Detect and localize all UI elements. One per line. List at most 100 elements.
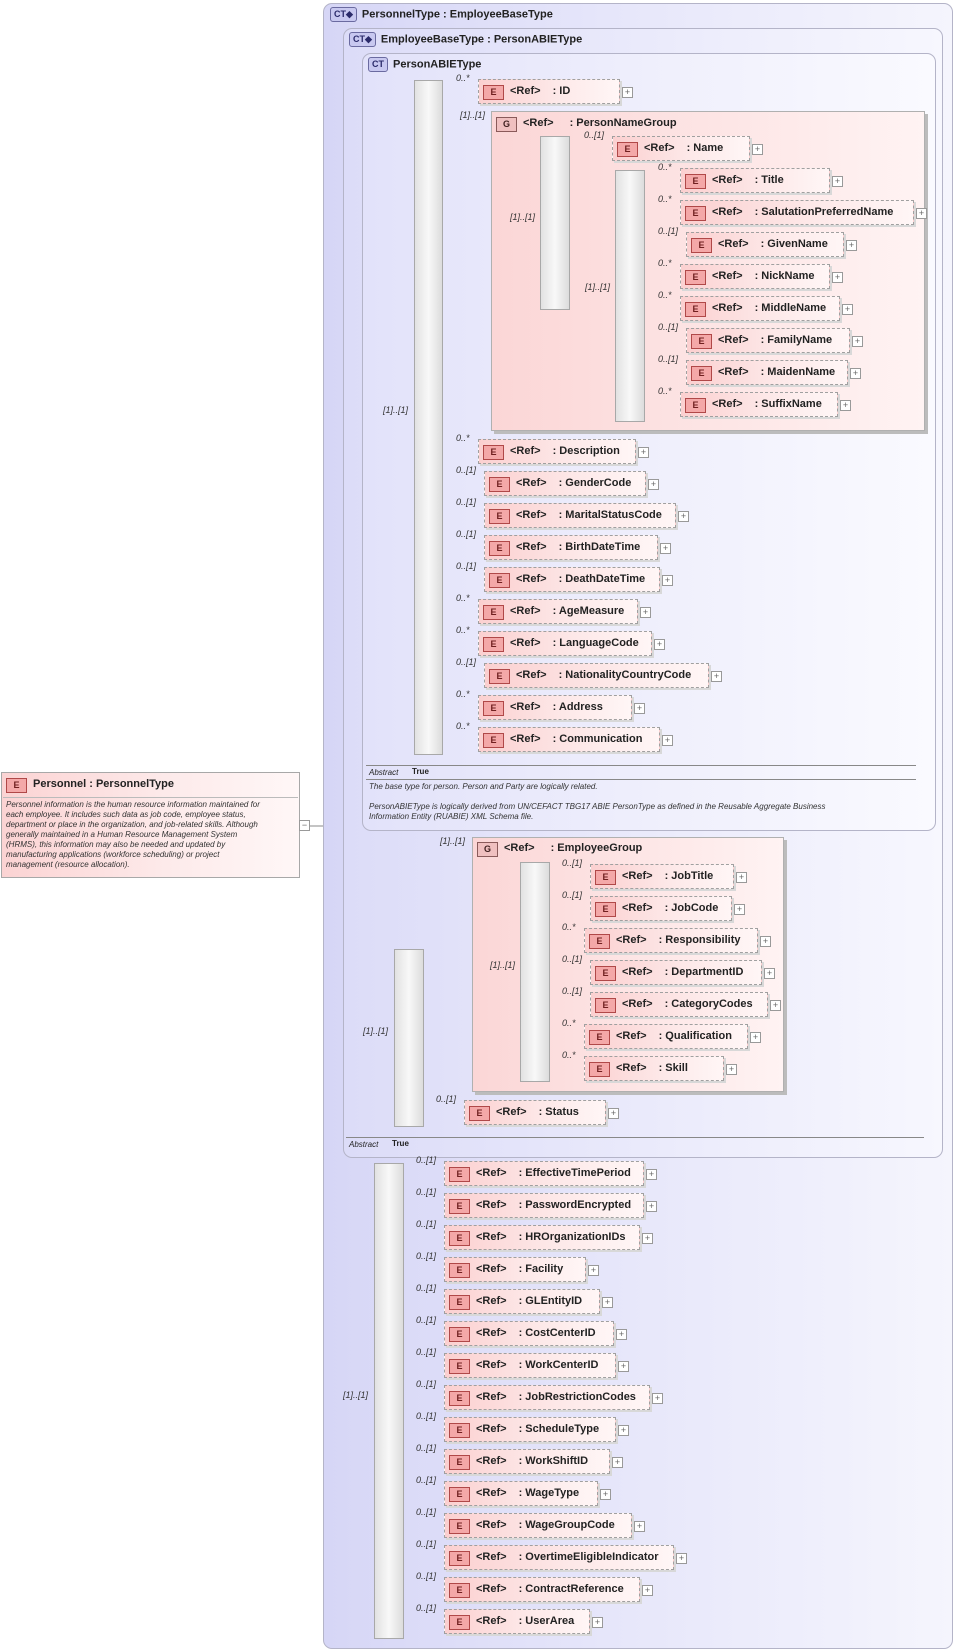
- element-box[interactable]: E<Ref>: Name: [612, 136, 750, 161]
- element-box[interactable]: E<Ref>: Responsibility: [584, 928, 758, 953]
- expand-toggle[interactable]: +: [842, 304, 853, 315]
- element-name: : HROrganizationIDs: [518, 1231, 626, 1243]
- expand-toggle[interactable]: +: [638, 447, 649, 458]
- expand-toggle[interactable]: +: [646, 1201, 657, 1212]
- element-box[interactable]: E<Ref>: Address: [478, 695, 632, 720]
- element-cardinality: 0..*: [456, 721, 470, 731]
- element-box[interactable]: E<Ref>: EffectiveTimePeriod: [444, 1161, 644, 1186]
- person-abie-doc-line: The base type for person. Person and Par…: [369, 782, 598, 791]
- expand-toggle[interactable]: +: [642, 1585, 653, 1596]
- expand-toggle[interactable]: +: [654, 639, 665, 650]
- expand-toggle[interactable]: +: [648, 479, 659, 490]
- collapse-toggle[interactable]: −: [299, 820, 310, 831]
- expand-toggle[interactable]: +: [850, 368, 861, 379]
- element-box[interactable]: E<Ref>: JobTitle: [590, 864, 734, 889]
- expand-toggle[interactable]: +: [752, 144, 763, 155]
- expand-toggle[interactable]: +: [652, 1393, 663, 1404]
- element-box[interactable]: E<Ref>: AgeMeasure: [478, 599, 638, 624]
- element-box[interactable]: E<Ref>: PasswordEncrypted: [444, 1193, 644, 1218]
- expand-toggle[interactable]: +: [734, 904, 745, 915]
- expand-toggle[interactable]: +: [662, 735, 673, 746]
- expand-toggle[interactable]: +: [592, 1617, 603, 1628]
- element-box[interactable]: E<Ref>: ContractReference: [444, 1577, 640, 1602]
- element-box[interactable]: E<Ref>: ScheduleType: [444, 1417, 616, 1442]
- element-box[interactable]: E<Ref>: GLEntityID: [444, 1289, 600, 1314]
- expand-toggle[interactable]: +: [770, 1000, 781, 1011]
- expand-toggle[interactable]: +: [660, 543, 671, 554]
- expand-toggle[interactable]: +: [711, 671, 722, 682]
- expand-toggle[interactable]: +: [634, 703, 645, 714]
- expand-toggle[interactable]: +: [840, 400, 851, 411]
- element-ref-label: <Ref>: [476, 1583, 507, 1595]
- element-ref-label: <Ref>: [476, 1423, 507, 1435]
- expand-toggle[interactable]: +: [622, 87, 633, 98]
- element-tag: E: [589, 1062, 610, 1077]
- element-box[interactable]: E<Ref>: NickName: [680, 264, 830, 289]
- element-box[interactable]: E<Ref>: MaidenName: [686, 360, 848, 385]
- element-box[interactable]: E<Ref>: Communication: [478, 727, 660, 752]
- element-name: : ID: [552, 85, 571, 97]
- element-box[interactable]: E<Ref>: NationalityCountryCode: [484, 663, 709, 688]
- expand-toggle[interactable]: +: [602, 1297, 613, 1308]
- element-box[interactable]: E<Ref>: GenderCode: [484, 471, 646, 496]
- element-box[interactable]: E<Ref>: GivenName: [686, 232, 844, 257]
- expand-toggle[interactable]: +: [608, 1108, 619, 1119]
- expand-toggle[interactable]: +: [588, 1265, 599, 1276]
- expand-toggle[interactable]: +: [750, 1032, 761, 1043]
- expand-toggle[interactable]: +: [678, 511, 689, 522]
- element-box[interactable]: E<Ref>: Facility: [444, 1257, 586, 1282]
- expand-toggle[interactable]: +: [916, 208, 927, 219]
- element-box[interactable]: E<Ref>: DeathDateTime: [484, 567, 660, 592]
- element-box[interactable]: E<Ref>: OvertimeEligibleIndicator: [444, 1545, 674, 1570]
- element-box[interactable]: E<Ref>: HROrganizationIDs: [444, 1225, 640, 1250]
- expand-toggle[interactable]: +: [646, 1169, 657, 1180]
- element-box[interactable]: E<Ref>: Title: [680, 168, 830, 193]
- element-cardinality: 0..*: [562, 922, 576, 932]
- expand-toggle[interactable]: +: [618, 1425, 629, 1436]
- element-box[interactable]: E<Ref>: LanguageCode: [478, 631, 652, 656]
- element-box[interactable]: E<Ref>: WorkShiftID: [444, 1449, 610, 1474]
- element-cardinality: 0..[1]: [562, 858, 583, 868]
- expand-toggle[interactable]: +: [760, 936, 771, 947]
- element-box[interactable]: E<Ref>: WageType: [444, 1481, 598, 1506]
- expand-toggle[interactable]: +: [662, 575, 673, 586]
- element-box[interactable]: E<Ref>: Skill: [584, 1056, 724, 1081]
- expand-toggle[interactable]: +: [642, 1233, 653, 1244]
- expand-toggle[interactable]: +: [616, 1329, 627, 1340]
- element-ref-label: <Ref>: [476, 1455, 507, 1467]
- element-ref-label: <Ref>: [712, 270, 743, 282]
- element-box[interactable]: E<Ref>: CostCenterID: [444, 1321, 614, 1346]
- element-box[interactable]: E<Ref>: WageGroupCode: [444, 1513, 632, 1538]
- element-box[interactable]: E<Ref>: Status: [464, 1100, 606, 1125]
- expand-toggle[interactable]: +: [618, 1361, 629, 1372]
- expand-toggle[interactable]: +: [764, 968, 775, 979]
- expand-toggle[interactable]: +: [600, 1489, 611, 1500]
- element-box[interactable]: E<Ref>: JobCode: [590, 896, 732, 921]
- expand-toggle[interactable]: +: [676, 1553, 687, 1564]
- expand-toggle[interactable]: +: [726, 1064, 737, 1075]
- root-element-box[interactable]: [1, 772, 300, 878]
- sequence-cardinality: [1]..[1]: [490, 960, 516, 970]
- element-box[interactable]: E<Ref>: CategoryCodes: [590, 992, 768, 1017]
- element-box[interactable]: E<Ref>: JobRestrictionCodes: [444, 1385, 650, 1410]
- expand-toggle[interactable]: +: [736, 872, 747, 883]
- element-box[interactable]: E<Ref>: WorkCenterID: [444, 1353, 616, 1378]
- element-box[interactable]: E<Ref>: MaritalStatusCode: [484, 503, 676, 528]
- expand-toggle[interactable]: +: [640, 607, 651, 618]
- element-box[interactable]: E<Ref>: UserArea: [444, 1609, 590, 1634]
- expand-toggle[interactable]: +: [832, 176, 843, 187]
- element-box[interactable]: E<Ref>: BirthDateTime: [484, 535, 658, 560]
- element-box[interactable]: E<Ref>: DepartmentID: [590, 960, 762, 985]
- element-box[interactable]: E<Ref>: Qualification: [584, 1024, 748, 1049]
- element-box[interactable]: E<Ref>: SalutationPreferredName: [680, 200, 914, 225]
- element-box[interactable]: E<Ref>: ID: [478, 79, 620, 104]
- expand-toggle[interactable]: +: [634, 1521, 645, 1532]
- element-box[interactable]: E<Ref>: Description: [478, 439, 636, 464]
- element-box[interactable]: E<Ref>: FamilyName: [686, 328, 850, 353]
- expand-toggle[interactable]: +: [612, 1457, 623, 1468]
- expand-toggle[interactable]: +: [852, 336, 863, 347]
- expand-toggle[interactable]: +: [846, 240, 857, 251]
- expand-toggle[interactable]: +: [832, 272, 843, 283]
- element-box[interactable]: E<Ref>: MiddleName: [680, 296, 840, 321]
- element-box[interactable]: E<Ref>: SuffixName: [680, 392, 838, 417]
